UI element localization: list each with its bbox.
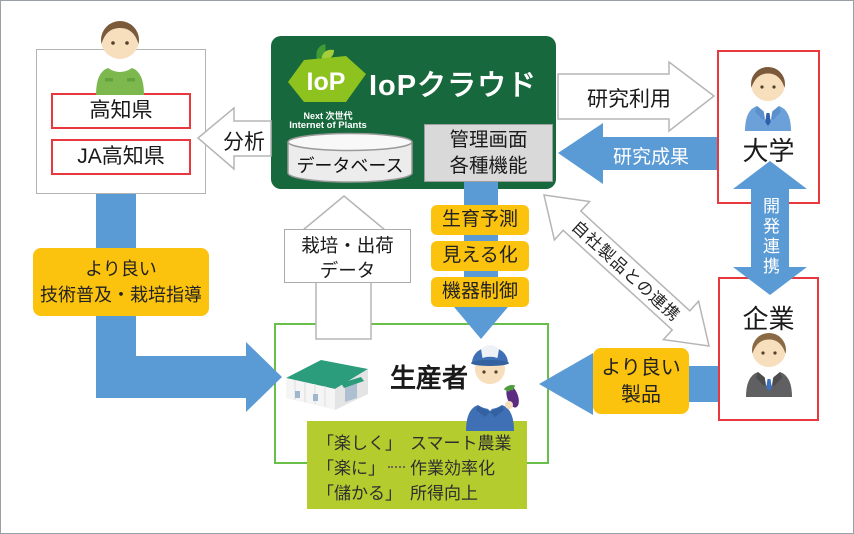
benefit-result: スマート農業 [410,434,512,453]
benefit-quote: 「儲かる」 [317,484,402,503]
university-label: 大学 [742,136,795,166]
admin-panel-box: 管理画面 各種機能 [424,124,553,182]
benefit-row: 「楽に」 作業効率化 [317,454,518,479]
analysis-label: 分析 [223,131,265,154]
farmer-icon [466,345,519,431]
company-person-icon [746,333,792,397]
university-person-icon [745,67,791,131]
product-line1: より良い [601,357,681,379]
benefits-box: 「楽しく」 スマート農業 「楽に」 作業効率化 「儲かる」 所得向上 [307,421,527,509]
benefit-row: 「儲かる」 所得向上 [317,479,518,504]
benefit-result: 作業効率化 [410,459,495,478]
admin-panel-line2: 各種機能 [449,155,528,177]
benefit-quote: 「楽しく」 [317,434,402,453]
logo-subtitle-2: Internet of Plants [289,120,367,131]
function-chip-growth-prediction: 生育予測 [431,205,529,235]
admin-panel-line1: 管理画面 [449,128,528,151]
iop-cloud-panel: IoP Next 次世代 Internet of Plants IoPクラウド … [271,36,556,189]
cultivation-line1: 栽培・出荷 [301,235,394,256]
function-chip-equipment-control: 機器制御 [431,277,529,307]
iop-logo-text: IoP [307,68,346,96]
database-label: データベース [296,156,404,176]
guidance-line2: 技術普及・栽培指導 [40,285,202,306]
logo-subtitle-1: Next 次世代 [303,111,353,121]
cloud-title: IoPクラウド [369,70,538,102]
benefit-quote: 「楽に」 [317,459,385,478]
iop-logo-icon: IoP [288,44,366,102]
producer-label: 生産者 [389,363,468,393]
prefecture-person-icon [96,21,144,95]
dev-collab-label: 開発連携 [760,197,779,277]
kochi-prefecture-label: 高知県 [51,93,191,129]
database-cylinder-icon [287,132,413,183]
function-chip-visualization: 見える化 [431,241,529,271]
guidance-line1: より良い [85,259,157,279]
greenhouse-icon [286,360,368,410]
ja-kochi-label: JA高知県 [51,139,191,175]
product-line2: 製品 [621,384,661,406]
research-use-label: 研究利用 [587,88,671,111]
benefit-result: 所得向上 [410,484,478,503]
own-product-collab-label: 自社製品との連携 [567,217,684,326]
dotted-leader [388,465,405,468]
research-result-label: 研究成果 [612,147,689,168]
benefit-row: 「楽しく」 スマート農業 [317,429,518,454]
guidance-box: より良い 技術普及・栽培指導 [33,248,209,316]
company-box [718,277,819,421]
company-label: 企業 [742,304,795,334]
better-product-box: より良い 製品 [593,348,689,414]
cultivation-line2: データ [319,259,376,281]
database: データベース [286,132,414,184]
cultivation-data-box: 栽培・出荷 データ [284,229,411,283]
